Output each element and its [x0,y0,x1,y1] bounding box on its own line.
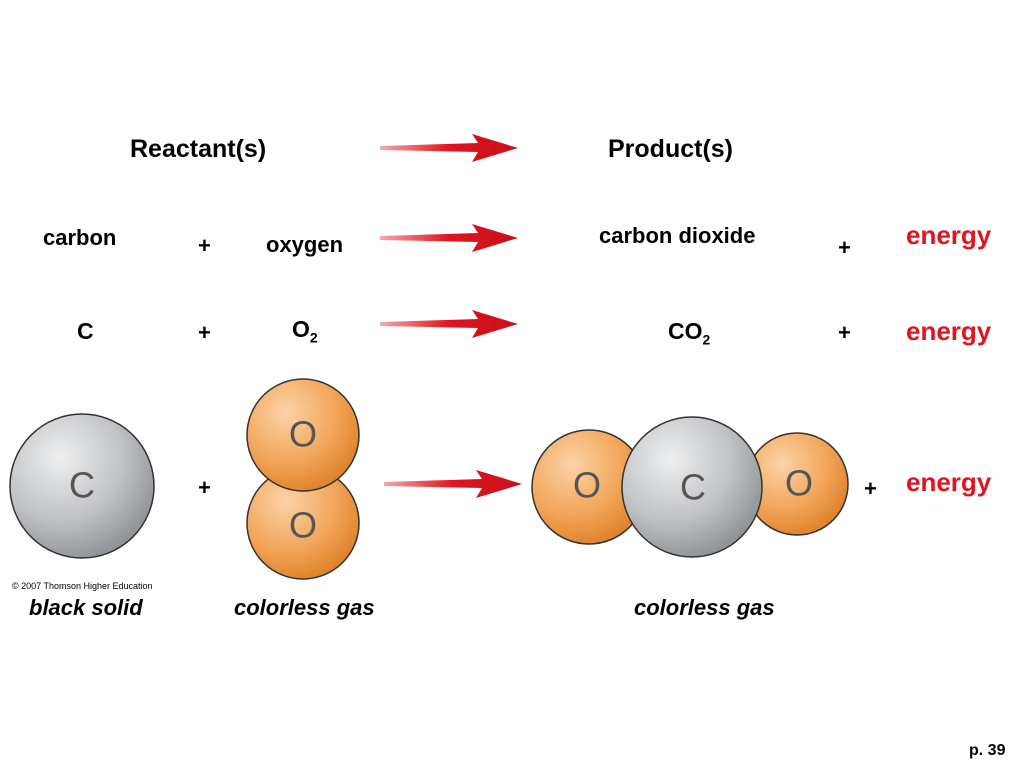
oxygen-atom-bottom-label: O [289,505,317,546]
formula-oxygen: O2 [292,316,318,346]
model-energy: energy [906,467,992,497]
formula-plus-reactants: + [198,320,211,345]
carbon-atom-model: C [9,413,155,559]
carbon-atom-label: C [69,465,95,506]
word-oxygen: oxygen [266,232,344,257]
oxygen-atom-top-label: O [289,414,317,455]
description-oxygen: colorless gas [234,595,375,620]
description-carbon: black solid [29,595,143,620]
reaction-arrow-models [384,470,522,498]
formula-energy: energy [906,316,992,346]
co2-carbon-label: C [680,467,706,508]
reactants-header: Reactant(s) [130,135,267,163]
model-plus-products: + [864,476,877,501]
formula-carbon: C [77,318,94,344]
word-energy: energy [906,220,992,250]
products-header: Product(s) [608,135,733,163]
oxygen-molecule-model: O O [246,378,360,580]
word-carbon: carbon [43,225,117,250]
carbon-dioxide-molecule-model: O C O [531,416,849,558]
formula-plus-products: + [838,320,851,345]
reaction-arrow-formulas [380,310,518,338]
reaction-arrow-words [380,224,518,252]
word-carbon-dioxide: carbon dioxide [599,223,756,248]
formula-carbon-dioxide: CO2 [668,318,711,348]
word-plus-products: + [838,235,851,260]
reaction-arrow-header [380,134,518,162]
co2-right-oxygen-label: O [785,463,813,504]
copyright-notice: © 2007 Thomson Higher Education [12,581,153,591]
word-plus-reactants: + [198,233,211,258]
model-plus-reactants: + [198,475,211,500]
description-carbon-dioxide: colorless gas [634,595,775,620]
co2-left-oxygen-label: O [573,465,601,506]
page-number: p. 39 [969,742,1006,759]
